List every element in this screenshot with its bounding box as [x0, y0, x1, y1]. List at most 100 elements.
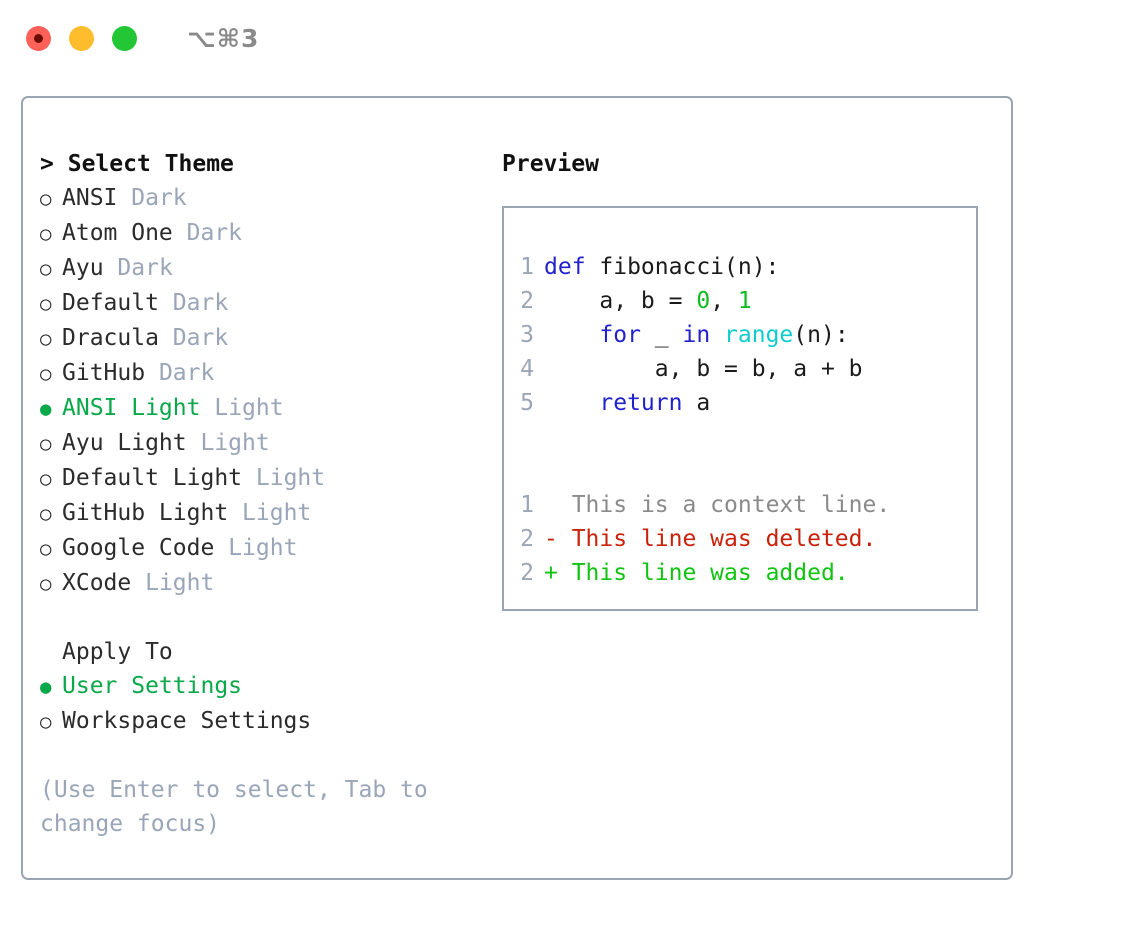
theme-option-default-light[interactable]: ○ Default Light Light	[40, 461, 501, 496]
code-token: fibonacci(n):	[599, 254, 780, 280]
theme-option-ansi-light[interactable]: ●ANSI Light Light	[40, 391, 501, 426]
code-token	[544, 322, 599, 348]
theme-tag: Dark	[158, 360, 215, 386]
theme-option-github-light[interactable]: ○ GitHub Light Light	[40, 496, 501, 531]
code-blank-line	[504, 454, 976, 488]
radio-unselected-icon: ○	[40, 711, 52, 733]
theme-tag: Light	[228, 535, 298, 561]
radio-unselected-icon: ○	[40, 468, 52, 490]
window-controls	[26, 25, 137, 51]
code-token	[710, 322, 724, 348]
code-token: (n):	[793, 322, 849, 348]
code-token: 1	[737, 288, 752, 314]
theme-name: Default Light	[62, 465, 243, 491]
theme-name: ANSI Light	[62, 395, 201, 421]
code-token: a, b =	[544, 288, 697, 314]
main-panel: > Select Theme ○ ANSI Dark ○Atom One Dark…	[21, 96, 1013, 880]
diff-line-deleted: 2- This line was deleted.	[504, 522, 976, 556]
line-number: 1	[520, 492, 534, 518]
apply-to-option-user-settings[interactable]: ●User Settings	[40, 669, 501, 704]
close-button[interactable]	[26, 25, 51, 51]
radio-unselected-icon: ○	[40, 538, 52, 560]
radio-selected-icon: ●	[40, 676, 52, 698]
code-token: 0	[696, 288, 711, 314]
code-line: 3 for _ in range(n):	[504, 318, 976, 352]
theme-tag: Light	[200, 430, 270, 456]
caret-icon: >	[40, 151, 54, 177]
theme-option-github-dark[interactable]: ○GitHub Dark	[40, 356, 501, 391]
theme-tag: Light	[214, 395, 284, 421]
theme-picker-title: > Select Theme	[40, 147, 501, 181]
radio-unselected-icon: ○	[40, 258, 52, 280]
theme-option-atom-one-dark[interactable]: ○Atom One Dark	[40, 216, 501, 251]
diff-marker: -	[544, 526, 572, 552]
apply-to-name: Workspace Settings	[62, 708, 312, 734]
radio-unselected-icon: ○	[40, 433, 52, 455]
code-line: 2 a, b = 0, 1	[504, 284, 976, 318]
theme-tag: Dark	[172, 290, 229, 316]
theme-tag: Light	[255, 465, 326, 491]
theme-tag: Light	[242, 500, 312, 526]
radio-unselected-icon: ○	[40, 503, 52, 525]
code-line: 5 return a	[504, 386, 976, 420]
line-number: 2	[520, 526, 534, 552]
code-token	[544, 390, 599, 416]
hint-spacer	[40, 739, 501, 773]
code-token: a	[682, 390, 711, 416]
theme-name: XCode	[62, 570, 132, 596]
theme-option-ayu-dark[interactable]: ○Ayu Dark	[40, 251, 501, 286]
theme-option-default-dark[interactable]: ○Default Dark	[40, 286, 501, 321]
apply-to-option-workspace-settings[interactable]: ○ Workspace Settings	[40, 704, 501, 739]
code-token: in	[682, 322, 711, 348]
code-token: for	[599, 322, 641, 348]
radio-unselected-icon: ○	[40, 188, 52, 210]
code-token: ,	[710, 288, 738, 314]
theme-tag: Dark	[172, 325, 229, 351]
diff-text: This is a context line.	[571, 492, 891, 518]
theme-option-ansi-dark[interactable]: ○ ANSI Dark	[40, 181, 501, 216]
diff-text: This line was deleted.	[571, 526, 877, 552]
keyboard-hint-text: (Use Enter to select, Tab to change focu…	[40, 777, 442, 837]
code-token: range	[724, 322, 794, 348]
theme-list: ○ANSI Dark ○Atom One Dark ○Ayu Dark ○Def…	[40, 181, 501, 601]
radio-unselected-icon: ○	[40, 328, 52, 350]
maximize-button[interactable]	[112, 25, 137, 51]
diff-line-added: 2+ This line was added.	[504, 556, 976, 590]
apply-to-list: ●User Settings ○ Workspace Settings	[40, 669, 501, 739]
theme-option-dracula-dark[interactable]: ○ Dracula Dark	[40, 321, 501, 356]
diff-marker: +	[544, 560, 572, 586]
code-blank-line	[504, 420, 976, 454]
radio-unselected-icon: ○	[40, 293, 52, 315]
theme-name: Google Code	[62, 535, 215, 561]
line-number: 1	[520, 254, 534, 280]
theme-option-xcode-light[interactable]: ○XCode Light	[40, 566, 501, 601]
diff-text: This line was added.	[571, 560, 849, 586]
keyboard-shortcut-label: ⌥⌘3	[187, 23, 260, 53]
line-number: 3	[520, 322, 534, 348]
list-spacer	[40, 601, 501, 635]
theme-tag: Dark	[117, 255, 173, 281]
theme-picker-column: > Select Theme ○ ANSI Dark ○Atom One Dark…	[23, 98, 501, 878]
theme-tag: Dark	[131, 185, 187, 211]
theme-name: ANSI	[62, 185, 118, 211]
code-token: return	[599, 390, 683, 416]
page-title: Select Theme	[67, 151, 234, 177]
line-number: 4	[520, 356, 534, 382]
radio-unselected-icon: ○	[40, 223, 52, 245]
theme-name: Dracula	[62, 325, 159, 351]
theme-name: GitHub Light	[62, 500, 229, 526]
line-number: 5	[520, 390, 534, 416]
theme-option-google-code-light[interactable]: ○ Google Code Light	[40, 531, 501, 566]
apply-to-label: Apply To	[62, 639, 173, 665]
code-preview-box: 1 def fibonacci(n): 2 a, b = 0, 1 3 for _…	[502, 206, 978, 611]
theme-name: Ayu Light	[62, 430, 187, 456]
theme-tag: Dark	[186, 220, 243, 246]
code-token: def	[544, 254, 600, 280]
theme-name: GitHub	[62, 360, 146, 386]
theme-option-ayu-light[interactable]: ○ Ayu Light Light	[40, 426, 501, 461]
line-number: 2	[520, 288, 534, 314]
minimize-button[interactable]	[69, 25, 94, 51]
theme-tag: Light	[145, 570, 215, 596]
